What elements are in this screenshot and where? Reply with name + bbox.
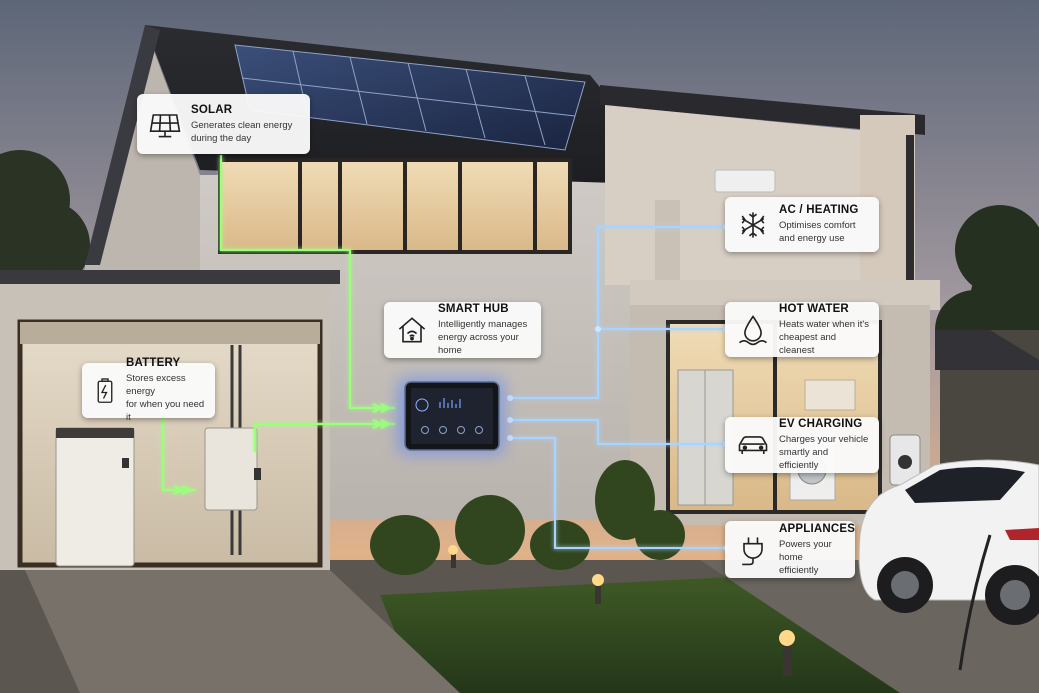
- solar-panels: [234, 44, 586, 151]
- smart-hub-device: [398, 378, 504, 454]
- ac-heating-card: AC / HEATING Optimises comfort and energ…: [725, 197, 879, 252]
- plug-icon: [733, 530, 773, 570]
- appliances-description: Powers your home efficiently: [779, 538, 832, 576]
- water-drop-icon: [733, 310, 773, 350]
- inverter-unit: [204, 427, 261, 511]
- ac-heating-description: Optimises comfort and energy use: [779, 220, 856, 244]
- hot-water-description: Heats water when it's cheapest and clean…: [779, 318, 869, 356]
- ac-heating-title: AC / HEATING: [779, 204, 859, 216]
- smart-hub-card: SMART HUB Intelligently manages energy a…: [384, 302, 541, 358]
- hot-water-title: HOT WATER: [779, 302, 849, 315]
- energy-flow-lines: [161, 155, 395, 495]
- data-flow-lines: [510, 226, 726, 549]
- car-icon: [733, 425, 773, 465]
- hot-water-card: HOT WATER Heats water when it's cheapest…: [725, 302, 879, 357]
- solar-panel-icon: [145, 104, 185, 144]
- smart-hub-title: SMART HUB: [438, 303, 509, 315]
- battery-icon: [90, 371, 120, 411]
- appliances-card: APPLIANCES Powers your home efficiently: [725, 521, 855, 578]
- ev-charging-title: EV CHARGING: [779, 418, 863, 430]
- ev-charging-description: Charges your vehicle smartly and efficie…: [779, 434, 869, 471]
- home-battery-unit: [55, 427, 135, 567]
- solar-title: SOLAR: [191, 103, 233, 116]
- solar-card: SOLAR Generates clean energy during the …: [137, 94, 310, 154]
- snowflake-icon: [733, 205, 773, 245]
- electric-car: [858, 459, 1039, 671]
- solar-description: Generates clean energy during the day: [191, 119, 293, 144]
- battery-card: BATTERY Stores excess energy for when yo…: [82, 357, 215, 423]
- battery-description: Stores excess energy for when you need i…: [126, 373, 205, 423]
- smart-home-icon: [392, 310, 432, 350]
- trees-left: [0, 150, 90, 300]
- appliances-title: APPLIANCES: [779, 522, 856, 535]
- upper-windows: [218, 158, 572, 254]
- ev-charging-card: EV CHARGING Charges your vehicle smartly…: [725, 417, 879, 473]
- battery-title: BATTERY: [126, 357, 181, 369]
- garden-lights: [448, 545, 795, 676]
- smart-hub-description: Intelligently manages energy across your…: [438, 319, 528, 356]
